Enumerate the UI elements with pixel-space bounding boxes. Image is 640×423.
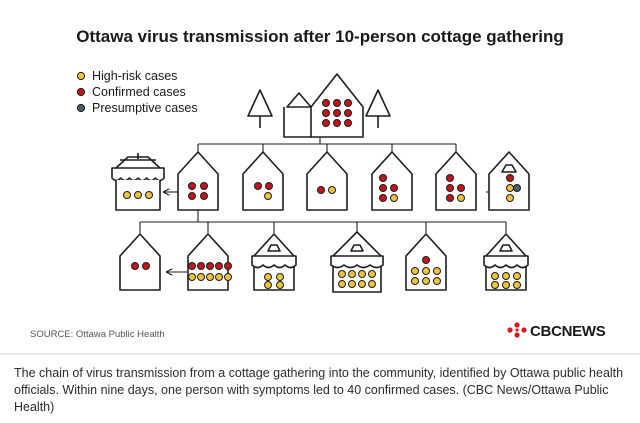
case-dot-high-risk xyxy=(457,194,465,202)
case-dot-high-risk xyxy=(206,273,214,281)
source-note: SOURCE: Ottawa Public Health xyxy=(30,329,165,340)
case-dot-high-risk xyxy=(276,273,284,281)
case-dot-confirmed xyxy=(131,262,139,270)
case-dot-confirmed xyxy=(215,262,223,270)
transmission-connectors xyxy=(139,137,507,233)
legend-swatch-high-risk xyxy=(76,71,86,81)
house-store-icon xyxy=(330,231,384,293)
case-dot-high-risk xyxy=(328,186,336,194)
case-dot-high-risk xyxy=(338,270,346,278)
case-dot-high-risk xyxy=(422,267,430,275)
case-dot-high-risk xyxy=(513,272,521,280)
store-icon xyxy=(111,153,165,211)
case-dot-high-risk xyxy=(224,273,232,281)
case-dot-confirmed xyxy=(200,182,208,190)
case-dot-confirmed xyxy=(446,174,454,182)
case-dot-high-risk xyxy=(491,272,499,280)
case-dot-confirmed xyxy=(265,182,273,190)
case-dot-confirmed xyxy=(446,184,454,192)
case-dot-confirmed xyxy=(379,174,387,182)
house-store-icon xyxy=(251,233,297,291)
case-dot-confirmed xyxy=(333,99,341,107)
case-dot-high-risk xyxy=(348,280,356,288)
tree-icon xyxy=(365,89,391,128)
case-dot-presumptive xyxy=(513,184,521,192)
case-dot-high-risk xyxy=(368,280,376,288)
case-dot-high-risk xyxy=(134,191,142,199)
case-dot-high-risk xyxy=(358,280,366,288)
case-dot-confirmed xyxy=(206,262,214,270)
case-dot-confirmed xyxy=(344,99,352,107)
house-icon xyxy=(242,151,284,211)
legend-label-high-risk: High-risk cases xyxy=(92,69,177,83)
case-dot-confirmed xyxy=(333,109,341,117)
case-dot-high-risk xyxy=(123,191,131,199)
house-icon xyxy=(177,151,219,211)
case-dot-high-risk xyxy=(491,281,499,289)
case-dot-confirmed xyxy=(322,119,330,127)
photo-caption: The chain of virus transmission from a c… xyxy=(14,366,624,414)
case-dot-confirmed xyxy=(317,186,325,194)
case-dot-confirmed xyxy=(422,256,430,264)
case-dot-high-risk xyxy=(502,281,510,289)
legend-label-confirmed: Confirmed cases xyxy=(92,85,186,99)
case-dot-confirmed xyxy=(142,262,150,270)
case-dot-high-risk xyxy=(264,273,272,281)
case-dot-confirmed xyxy=(379,194,387,202)
case-dot-high-risk xyxy=(411,267,419,275)
case-dot-high-risk xyxy=(197,273,205,281)
cbc-news-logo: CBCNEWS xyxy=(507,322,606,340)
case-dot-confirmed xyxy=(200,192,208,200)
case-dot-confirmed xyxy=(344,109,352,117)
house-icon xyxy=(187,233,229,291)
case-dot-high-risk xyxy=(358,270,366,278)
case-dot-high-risk xyxy=(390,194,398,202)
tree-icon xyxy=(247,89,273,128)
case-dot-confirmed xyxy=(188,192,196,200)
case-dot-confirmed xyxy=(457,184,465,192)
case-dot-high-risk xyxy=(368,270,376,278)
case-dot-confirmed xyxy=(390,184,398,192)
house-icon xyxy=(306,151,348,211)
cbc-gem-icon xyxy=(507,322,527,338)
case-dot-high-risk xyxy=(411,277,419,285)
case-dot-confirmed xyxy=(224,262,232,270)
case-dot-high-risk xyxy=(264,192,272,200)
case-dot-confirmed xyxy=(188,182,196,190)
case-dot-confirmed xyxy=(446,194,454,202)
case-dot-high-risk xyxy=(433,277,441,285)
case-dot-high-risk xyxy=(188,273,196,281)
case-dot-confirmed xyxy=(322,109,330,117)
case-dot-high-risk xyxy=(513,281,521,289)
legend-swatch-confirmed xyxy=(76,87,86,97)
case-dot-confirmed xyxy=(506,174,514,182)
legend-label-presumptive: Presumptive cases xyxy=(92,101,198,115)
house-icon xyxy=(119,233,161,291)
case-dot-high-risk xyxy=(276,281,284,289)
diagram-title: Ottawa virus transmission after 10-perso… xyxy=(76,27,563,46)
house-icon xyxy=(435,151,477,211)
case-dot-high-risk xyxy=(422,277,430,285)
case-dot-high-risk xyxy=(145,191,153,199)
case-dot-high-risk xyxy=(506,194,514,202)
case-dot-confirmed xyxy=(188,262,196,270)
case-dot-high-risk xyxy=(338,280,346,288)
case-dot-high-risk xyxy=(215,273,223,281)
case-dot-high-risk xyxy=(433,267,441,275)
case-dot-high-risk xyxy=(264,281,272,289)
case-dot-confirmed xyxy=(322,99,330,107)
legend-swatch-presumptive xyxy=(76,103,86,113)
legend: High-risk cases Confirmed cases Presumpt… xyxy=(76,69,198,115)
case-dot-confirmed xyxy=(344,119,352,127)
case-dot-confirmed xyxy=(379,184,387,192)
case-dot-high-risk xyxy=(348,270,356,278)
case-dot-high-risk xyxy=(502,272,510,280)
case-dot-confirmed xyxy=(333,119,341,127)
case-dot-confirmed xyxy=(254,182,262,190)
case-dot-high-risk xyxy=(506,184,514,192)
logo-wordmark: CBCNEWS xyxy=(530,323,606,340)
case-dot-confirmed xyxy=(197,262,205,270)
